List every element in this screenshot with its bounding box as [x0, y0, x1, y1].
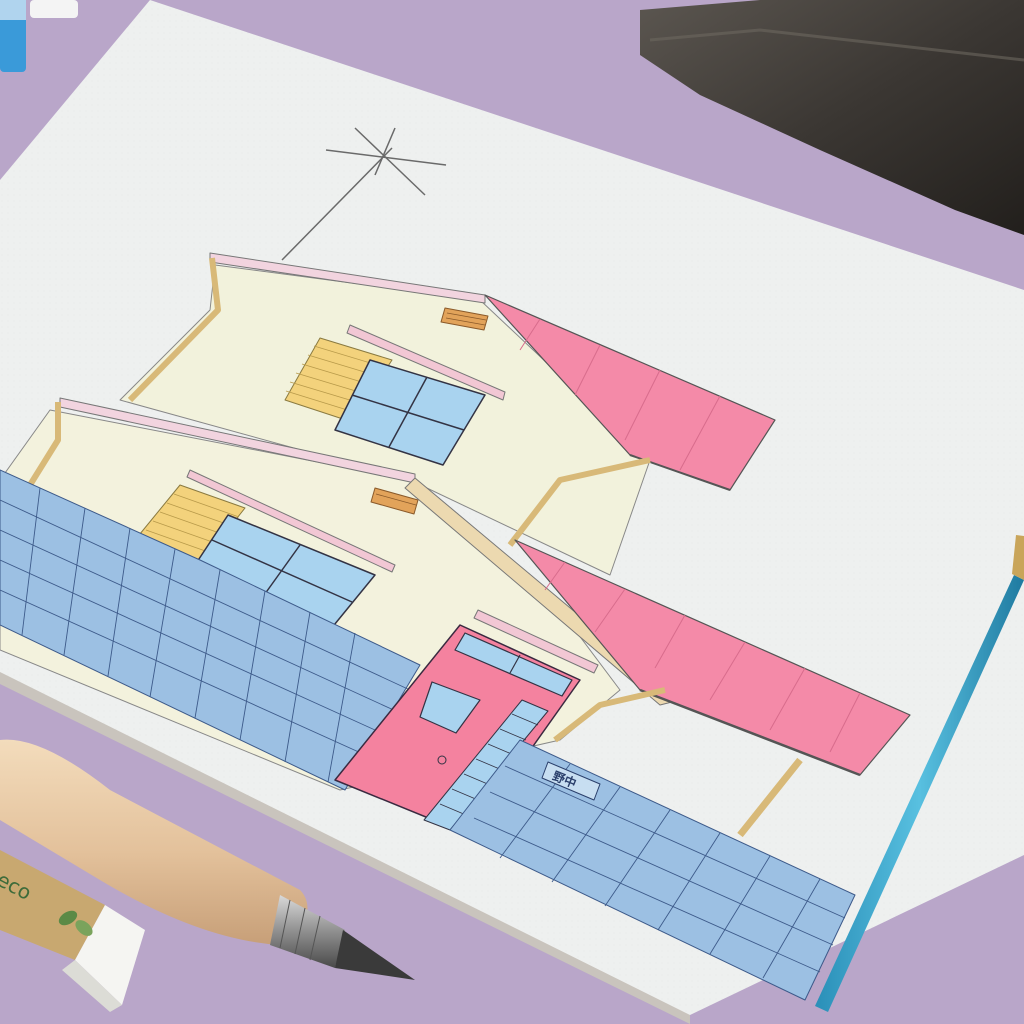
- eraser: eco: [0, 850, 145, 1012]
- name-plate: 野中: [541, 761, 601, 801]
- leaf-icon: [58, 910, 93, 936]
- upper-vent: [440, 307, 489, 331]
- paper-edge: [0, 670, 690, 1024]
- antenna: [281, 127, 447, 261]
- fence-right: [449, 739, 856, 1001]
- pencil-holder: [0, 739, 415, 980]
- upper-downpipe: [127, 257, 221, 403]
- lower-vent: [370, 487, 419, 515]
- paint-jar: [0, 0, 78, 72]
- upper-window: [334, 359, 486, 466]
- paintbrush: [815, 535, 1024, 1012]
- house-drawing: 野中: [0, 127, 911, 1001]
- stone-object: [640, 0, 1024, 235]
- front-door: [334, 624, 581, 836]
- lower-downpipe: [27, 402, 61, 487]
- fence-left: [0, 469, 421, 791]
